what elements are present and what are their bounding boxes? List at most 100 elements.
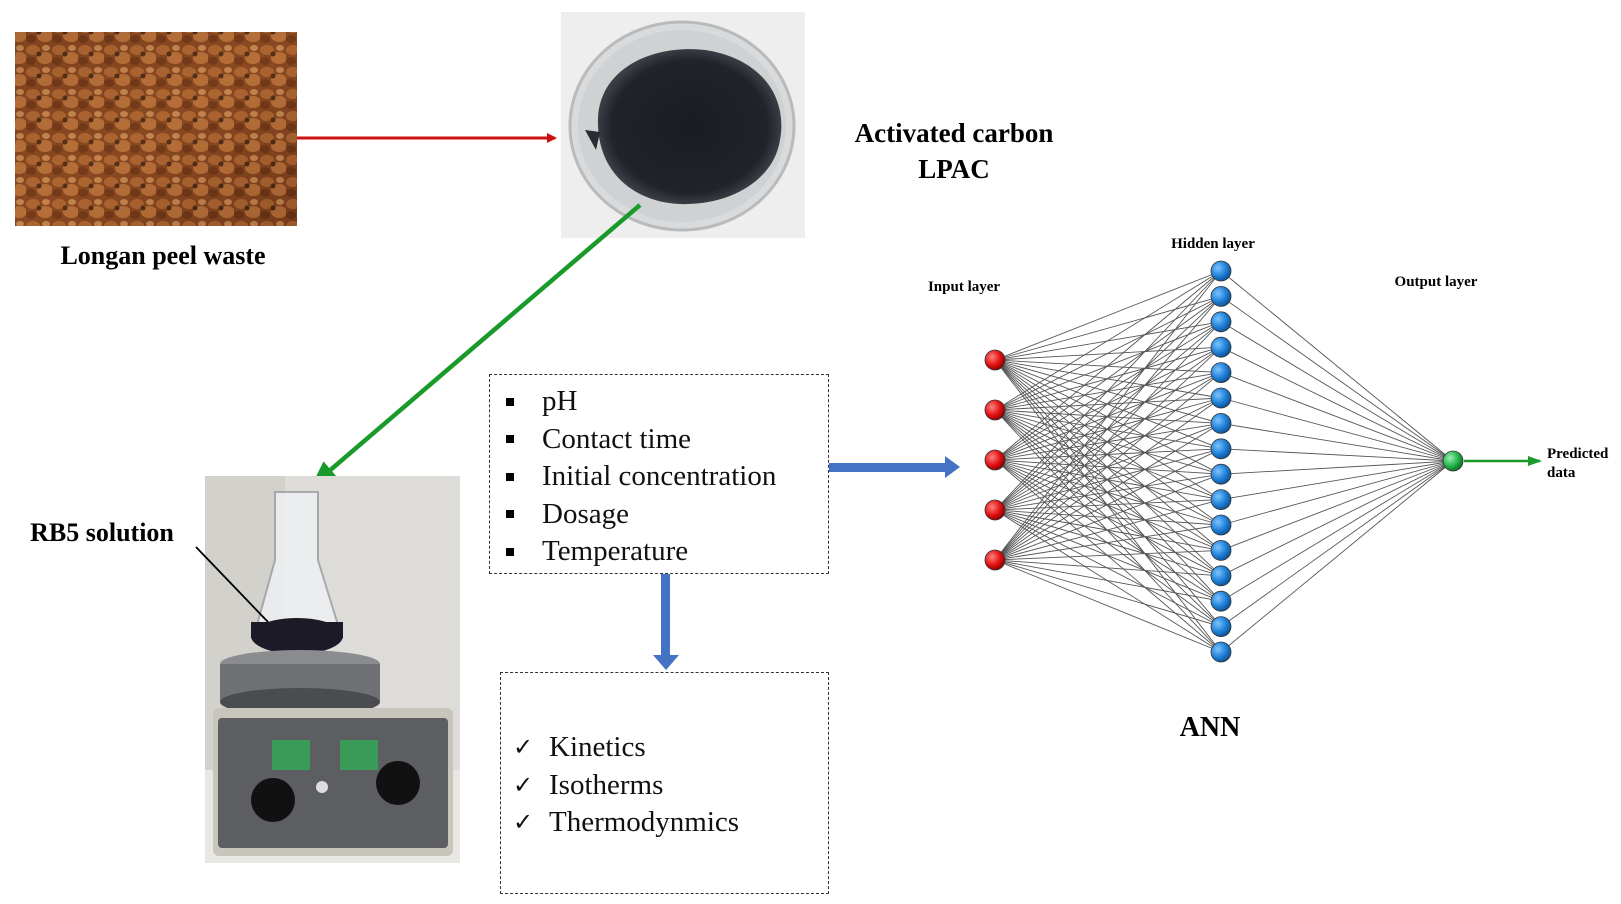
ann-connection [994,372,1222,561]
ann-connection [994,524,1222,561]
hidden-node [1210,311,1232,333]
hidden-node [1210,260,1232,282]
ann-connection [1220,460,1454,501]
ann-connection [1220,460,1454,526]
ann-connection [994,270,1222,561]
ann-connection [994,448,1222,561]
parameter-item: Temperature [490,533,828,571]
ann-connection [994,559,1222,602]
green-arrow [310,203,642,487]
ann-connection [1220,460,1454,653]
study-item: ✓Isotherms [501,767,828,805]
hidden-node [1210,412,1232,434]
input-node [984,549,1006,571]
ann-connection [1220,460,1454,577]
output-node [1442,450,1464,472]
study-text: Kinetics [549,731,646,763]
parameter-item: pH [490,383,828,421]
ann-connection [994,423,1222,561]
ann-connection [994,270,1222,361]
bullet-icon [506,510,514,519]
ann-connection [1220,270,1454,462]
checkmark-icon: ✓ [513,808,534,836]
input-node [984,349,1006,371]
ann-connection [994,559,1222,653]
parameter-text: Contact time [542,422,691,455]
ann-connection [994,296,1222,561]
input-node [984,449,1006,471]
predicted-label-line2: data [1547,465,1576,481]
rb5-solution-label: RB5 solution [30,518,174,547]
hidden-layer-label: Hidden layer [1171,236,1255,252]
hidden-node [1210,565,1232,587]
parameter-text: pH [542,385,578,417]
studies-box: ✓Kinetics✓Isotherms✓Thermodynmics [500,672,829,894]
hidden-node [1210,616,1232,637]
predicted-label-line1: Predicted [1547,446,1609,462]
ann-connection [994,270,1222,461]
blue-arrow-right [828,456,960,478]
ann-connection [994,295,1222,411]
blue-arrow-down [653,574,679,670]
study-item: ✓ Kinetics [501,729,828,767]
ann-connection [1220,460,1454,475]
ann-connection [994,549,1222,561]
hidden-node [1210,590,1232,612]
rb5-stirrer-photo [205,476,460,863]
ann-connection [994,473,1222,561]
ann-connection [1220,448,1454,462]
studies-list: ✓Kinetics✓Isotherms✓Thermodynmics [501,729,828,842]
ann-connection [1220,372,1454,462]
study-item: ✓ Thermodynmics [501,804,828,842]
longan-peel-photo [15,32,297,226]
parameter-item: Dosage [490,496,828,534]
ann-connection [994,295,1222,361]
ann-connection [994,499,1222,561]
parameter-text: Dosage [542,497,629,530]
hidden-node [1210,438,1232,460]
input-layer-label: Input layer [928,279,1000,295]
hidden-node [1210,463,1232,485]
output-layer-label: Output layer [1395,274,1478,290]
hidden-node [1210,514,1232,536]
ann-connections [994,270,1454,653]
ann-connection [994,559,1222,628]
ann-connection [1220,422,1454,462]
study-text: Thermodynmics [549,806,740,838]
hidden-node [1210,336,1232,358]
hidden-node [1210,641,1232,663]
bullet-icon [506,472,514,481]
activated-carbon-label-line2: LPAC [918,154,990,184]
hidden-node [1210,387,1232,409]
ann-connection [1220,321,1454,462]
input-node [984,499,1006,521]
parameter-text: Initial concentration [542,460,777,492]
checkmark-icon: ✓ [513,770,534,799]
ann-connection [994,559,1222,577]
ann-connection [994,270,1222,411]
parameter-text: Temperature [542,535,689,567]
hidden-node [1210,489,1232,511]
longan-peel-label: Longan peel waste [60,241,265,270]
rb5-pointer-arrow [195,546,269,623]
input-node [984,399,1006,421]
ann-connection [1220,460,1454,602]
ann-connection [994,296,1222,511]
hidden-node [1210,540,1232,561]
hidden-node [1210,362,1232,384]
checkmark-icon: ✓ [513,733,534,761]
ann-connection [1220,346,1454,462]
ann-nodes [984,260,1464,663]
ann-connection [994,321,1222,561]
bullet-icon [506,547,514,556]
ann-connection [1220,460,1454,551]
activated-carbon-label-line1: Activated carbon [855,118,1054,148]
hidden-node [1210,285,1232,307]
ann-connection [994,397,1222,561]
bullet-icon [506,435,514,444]
ann-connection [994,270,1222,511]
ann-connection [994,296,1222,461]
